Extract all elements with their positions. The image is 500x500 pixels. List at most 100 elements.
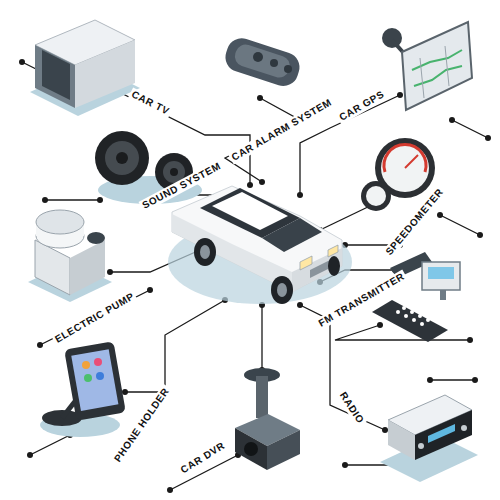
- speedometer-icon-part: [381, 144, 429, 192]
- fm-transmitter-icon-part: [422, 262, 460, 290]
- car-illustration: [168, 186, 352, 304]
- speedometer-icon-part: [366, 186, 386, 206]
- leader-lines-part: [452, 120, 488, 138]
- part-label: FM TRANSMITTER: [315, 269, 409, 330]
- fm-transmitter-icon-part: [428, 267, 454, 279]
- electric-pump-icon-part: [70, 240, 105, 295]
- line-dots-part: [297, 192, 303, 198]
- car-alarm-icon-part: [222, 34, 304, 90]
- remote-icon-part: [372, 300, 448, 342]
- fm-transmitter-icon-part: [440, 290, 446, 300]
- line-dots-part: [472, 377, 478, 383]
- car-tv-icon-part: [35, 45, 75, 108]
- line-dots-part: [247, 182, 253, 188]
- leader-lines-part: [440, 215, 480, 235]
- part-label: RADIO: [336, 388, 367, 427]
- remote-icon-part: [402, 306, 406, 310]
- car-dvr-icon-part: [256, 376, 268, 418]
- speedometer-icon-part: [361, 181, 391, 211]
- leader-lines-part: [300, 305, 385, 430]
- line-dots-part: [437, 212, 443, 218]
- car-alarm-icon-part: [253, 52, 263, 62]
- sound-system-icon-part: [170, 168, 178, 176]
- part-label: CAR DVR: [177, 439, 229, 478]
- car-gps-icon-part: [402, 22, 472, 110]
- line-dots-part: [42, 197, 48, 203]
- phone-holder-icon-part: [96, 372, 104, 380]
- line-dots-part: [259, 179, 265, 185]
- car-illustration-part: [200, 245, 210, 259]
- car-alarm-icon-part: [270, 59, 278, 67]
- car-illustration-part: [277, 283, 287, 297]
- line-dots-part: [485, 135, 491, 141]
- phone-holder-icon: [40, 341, 126, 437]
- speedometer-icon-part: [405, 155, 418, 168]
- line-dots-part: [377, 322, 383, 328]
- car-dvr-icon-part: [267, 430, 300, 470]
- radio-icon: [380, 395, 478, 482]
- line-dots-part: [37, 342, 43, 348]
- part-label: SPEEDOMETER: [382, 185, 447, 260]
- sound-system-icon-part: [105, 141, 139, 175]
- line-dots-part: [27, 452, 33, 458]
- car-alarm-icon-part: [232, 42, 292, 80]
- car-illustration-part: [328, 256, 340, 276]
- line-dots-part: [167, 487, 173, 493]
- leader-lines-part: [125, 300, 225, 392]
- car-alarm-icon-part: [284, 65, 292, 73]
- phone-holder-icon-part: [84, 374, 92, 382]
- remote-icon-part: [404, 314, 408, 318]
- part-label: CAR ALARM SYSTEM: [228, 95, 336, 164]
- car-gps-icon-part: [445, 46, 449, 86]
- phone-holder-icon-part: [71, 349, 118, 411]
- car-illustration-part: [194, 238, 216, 266]
- line-dots-part: [449, 117, 455, 123]
- car-dvr-icon-part: [244, 442, 258, 456]
- electric-pump-icon: [28, 210, 112, 302]
- car-gps-icon-part: [420, 58, 424, 98]
- car-illustration-part: [300, 256, 312, 270]
- part-label: CAR GPS: [336, 87, 389, 124]
- car-tv-icon-part: [42, 50, 70, 100]
- leader-lines-part: [430, 379, 475, 380]
- part-label: CAR TV: [127, 87, 172, 118]
- remote-icon-part: [412, 318, 416, 322]
- part-label: PHONE HOLDER: [111, 384, 173, 466]
- remote-icon-part: [410, 310, 414, 314]
- remote-icon-part: [396, 310, 400, 314]
- part-label: SOUND SYSTEM: [139, 159, 225, 212]
- electric-pump-icon-part: [87, 232, 105, 244]
- leader-lines-part: [320, 205, 372, 230]
- radio-icon-part: [418, 443, 424, 449]
- car-gps-icon: [382, 22, 472, 110]
- line-dots-part: [257, 95, 263, 101]
- sound-system-icon-part: [116, 152, 128, 164]
- leader-lines-part: [45, 199, 100, 200]
- line-dots-part: [19, 59, 25, 65]
- car-illustration-part: [292, 248, 342, 292]
- leader-lines: [22, 62, 488, 490]
- line-dots-part: [97, 197, 103, 203]
- line-dots-part: [342, 462, 348, 468]
- radio-icon-part: [415, 410, 472, 460]
- line-dots: [19, 59, 491, 493]
- car-illustration-part: [271, 276, 293, 304]
- line-dots-part: [477, 232, 483, 238]
- car-dvr-icon-part: [235, 428, 267, 470]
- car-illustration-part: [310, 260, 330, 278]
- radio-icon-part: [461, 425, 467, 431]
- leader-lines-part: [261, 305, 262, 370]
- car-illustration-part: [212, 192, 288, 230]
- car-tv-icon: [30, 20, 140, 116]
- line-dots-part: [297, 302, 303, 308]
- speedometer-icon-part: [384, 145, 426, 172]
- car-dvr-icon: [235, 368, 300, 470]
- sound-system-icon-part: [95, 131, 149, 185]
- line-dots-part: [467, 337, 473, 343]
- line-dots-part: [122, 389, 128, 395]
- remote-icon-part: [420, 322, 424, 326]
- car-illustration-part: [262, 218, 322, 252]
